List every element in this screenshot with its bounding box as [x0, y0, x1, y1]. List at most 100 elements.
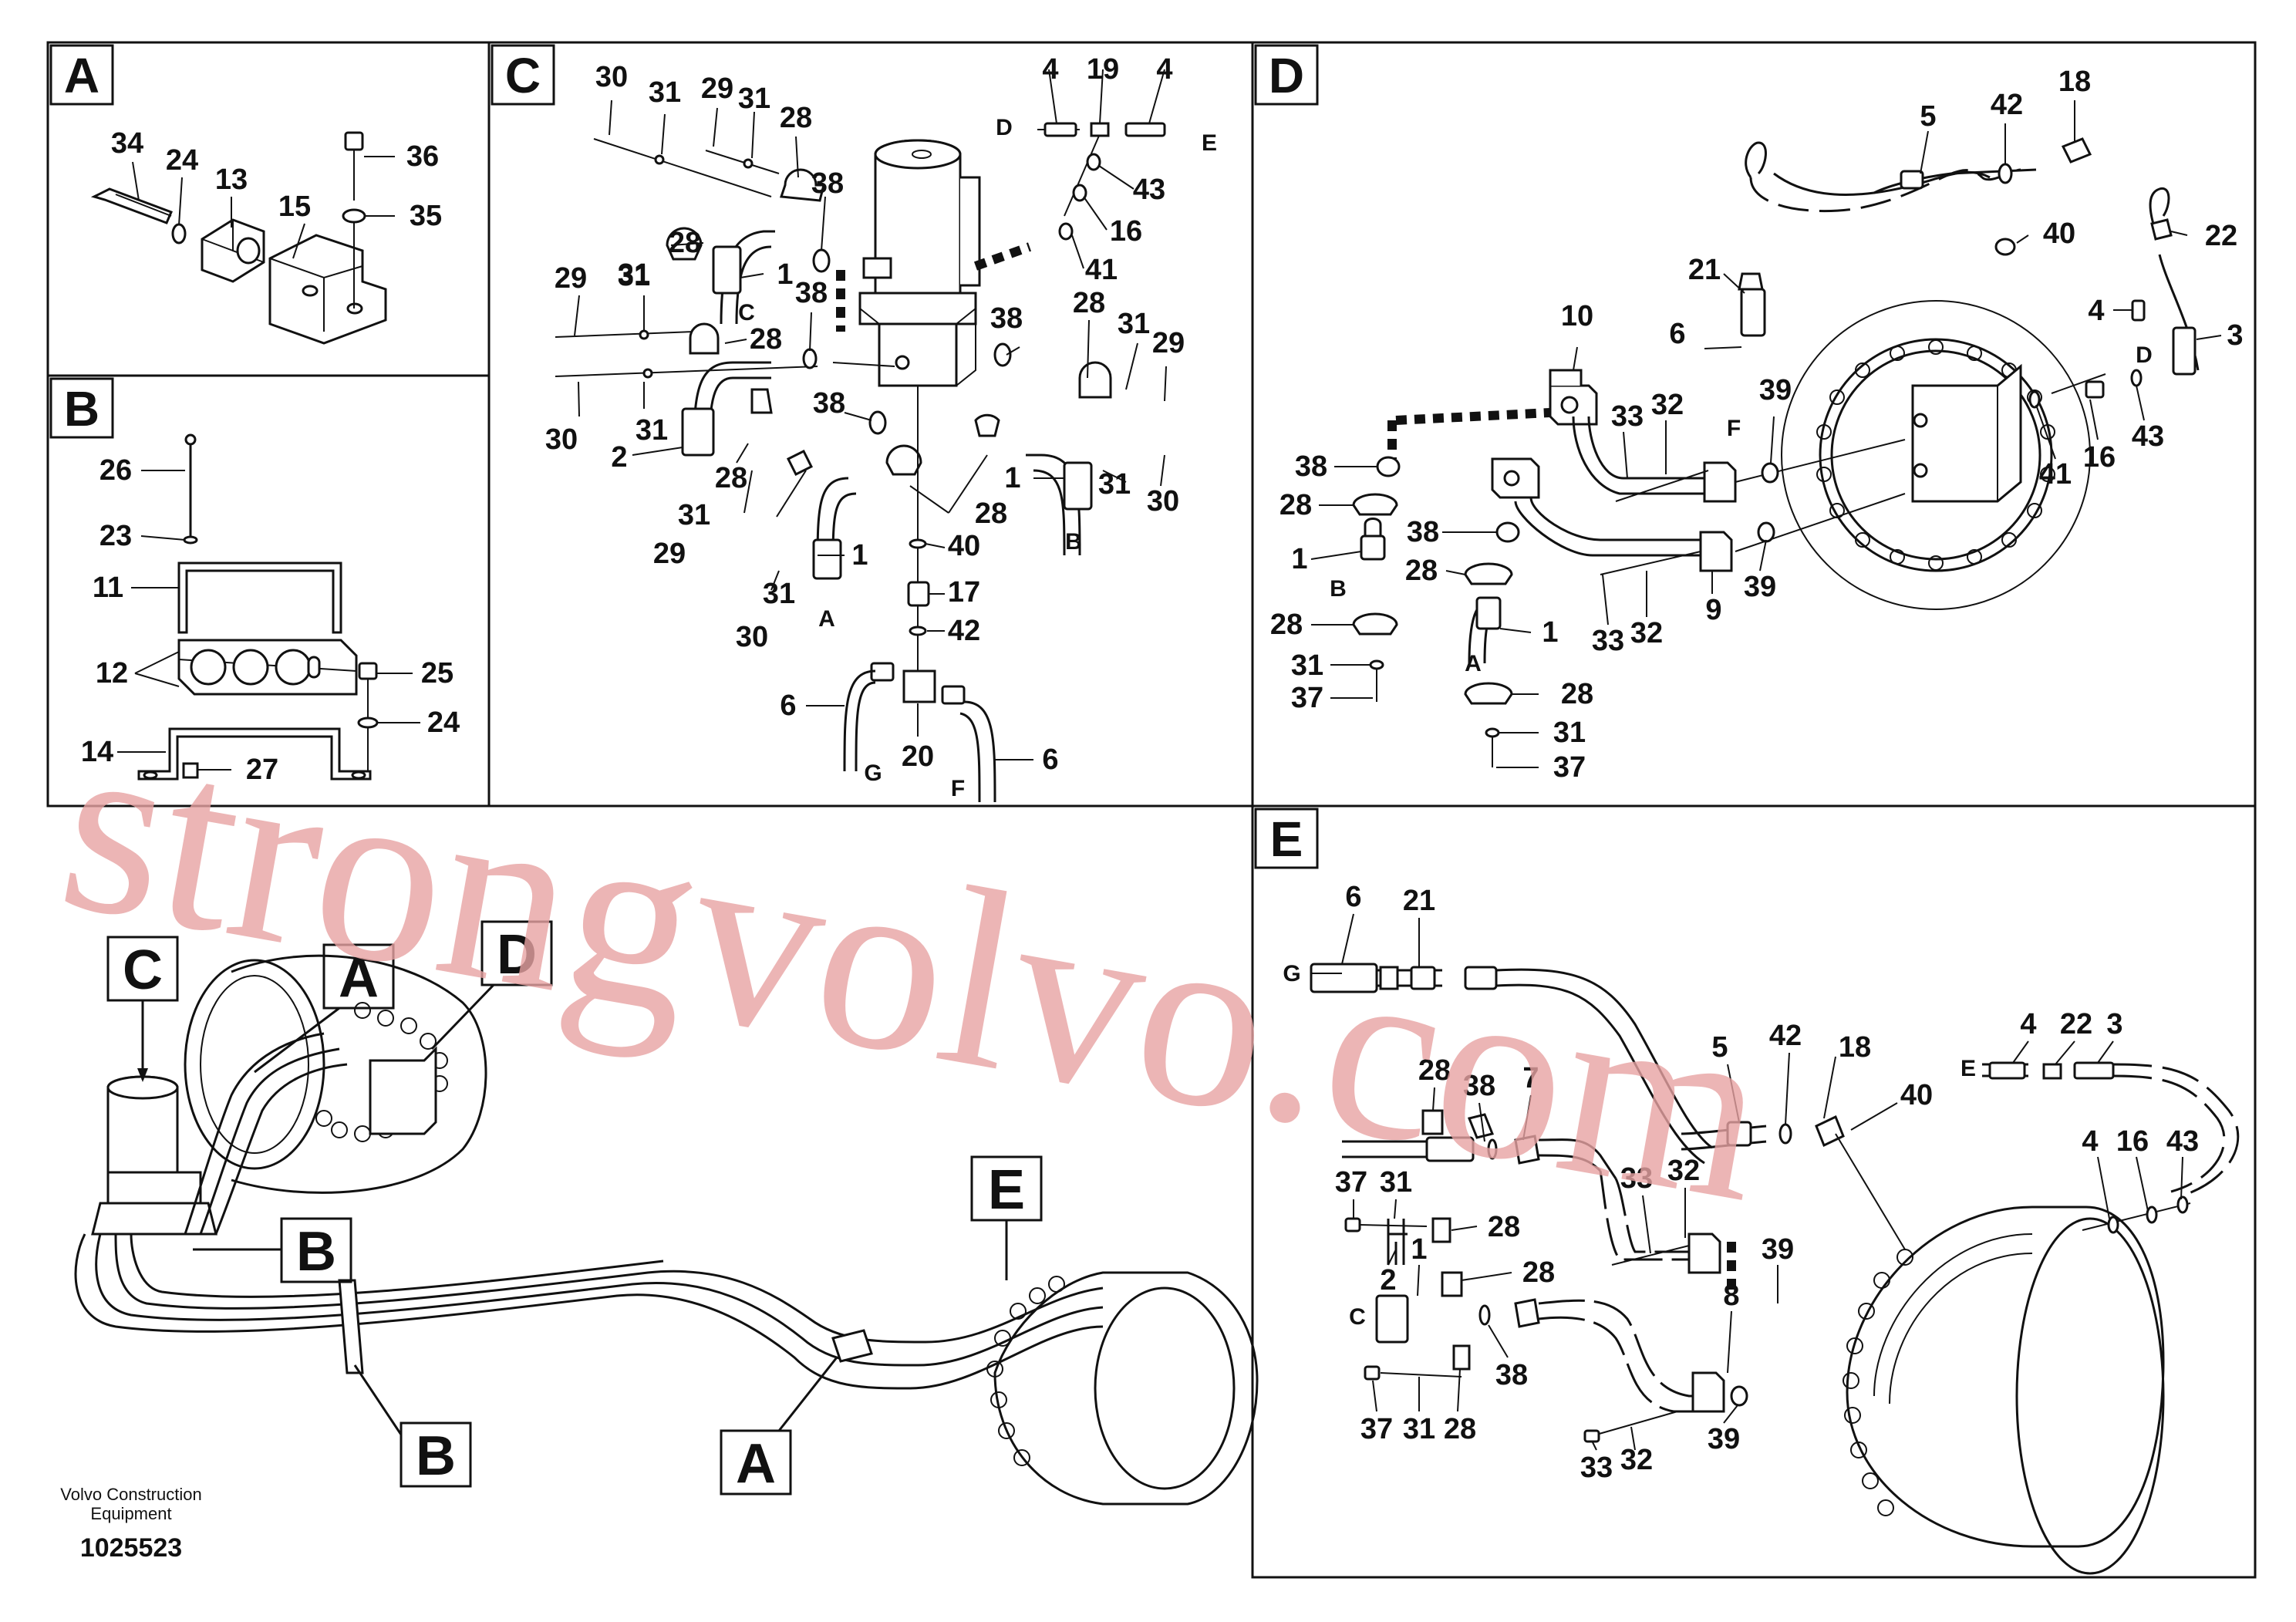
callout-e: E [970, 1155, 1043, 1280]
part-label: 31 [1098, 468, 1131, 501]
part-label: 40 [948, 530, 980, 562]
part-label: 3 [2106, 1008, 2122, 1040]
part-label: 40 [1900, 1079, 1933, 1111]
part-label: 31 [1380, 1166, 1412, 1199]
part-label: 28 [1270, 609, 1303, 641]
panel-a-labels: 34 24 13 15 36 35 [111, 127, 442, 232]
line-letter: G [1283, 961, 1300, 986]
callout-c: C [106, 936, 179, 1082]
part-label: 31 [1291, 649, 1323, 682]
part-label: 6 [780, 690, 796, 722]
part-label: 28 [780, 102, 812, 134]
part-label: 24 [166, 144, 198, 177]
part-label: 16 [1110, 215, 1142, 248]
part-label: 28 [715, 462, 747, 494]
part-label: 38 [1407, 516, 1439, 548]
part-label: 4 [2082, 1125, 2098, 1158]
part-label: 28 [1073, 287, 1105, 319]
part-label: 29 [701, 73, 733, 105]
callout-d: D [430, 920, 553, 1050]
part-label: 43 [1133, 174, 1165, 206]
part-label: 22 [2060, 1008, 2092, 1040]
callout-letter: D [497, 924, 537, 986]
part-label: 37 [1360, 1413, 1393, 1445]
callout-a-bottom: A [720, 1357, 838, 1496]
part-label: 41 [2039, 458, 2072, 491]
part-label: 28 [669, 227, 701, 259]
part-label: 9 [1705, 594, 1721, 626]
section-tag-a: A [49, 44, 114, 106]
part-label: 28 [1561, 678, 1593, 710]
part-label: 22 [2205, 220, 2237, 252]
company-name: Volvo Construction [60, 1485, 201, 1504]
section-letter: B [64, 381, 99, 437]
part-label: 31 [649, 76, 681, 109]
part-label: 30 [545, 423, 578, 456]
section-letter: C [505, 48, 541, 103]
part-label: 21 [1688, 254, 1721, 286]
line-letter: F [951, 776, 965, 801]
part-label: 18 [2058, 66, 2091, 98]
part-label: 6 [1669, 318, 1685, 350]
part-label: 18 [1839, 1031, 1871, 1064]
part-label: 25 [421, 657, 453, 690]
part-label: 40 [2043, 218, 2075, 250]
section-tag-c: C [491, 44, 555, 106]
part-label: 31 [678, 499, 710, 531]
part-label: 38 [813, 387, 845, 420]
callout-b-bottom: B [353, 1364, 472, 1488]
part-label: 1 [777, 258, 793, 291]
part-label: 12 [96, 657, 128, 690]
panel-d-drawing [1310, 100, 2222, 768]
line-letter: C [1349, 1304, 1366, 1330]
section-letter: E [1270, 811, 1303, 867]
part-label: 41 [1085, 254, 1118, 286]
panel-c-drawing [555, 69, 1167, 803]
panel-a-drawing [90, 131, 395, 345]
part-label: 39 [1708, 1423, 1740, 1455]
callout-b-top: B [193, 1217, 352, 1283]
part-label: 31 [1403, 1413, 1435, 1445]
part-label: 39 [1744, 571, 1776, 603]
part-label: 38 [990, 302, 1023, 335]
line-letter: B [1065, 529, 1082, 555]
part-label: 30 [736, 621, 768, 653]
part-label: 33 [1592, 625, 1624, 657]
part-label: 24 [427, 706, 460, 739]
part-label: 16 [2083, 441, 2116, 474]
part-label: 28 [1279, 489, 1312, 521]
part-label: 37 [1291, 682, 1323, 714]
part-label: 38 [811, 167, 844, 200]
part-label: 1 [1004, 462, 1020, 494]
line-letter: F [1727, 416, 1741, 441]
part-label: 7 [1522, 1062, 1539, 1094]
part-label: 4 [2020, 1008, 2036, 1040]
part-label: 16 [2116, 1125, 2149, 1158]
part-label: 27 [246, 754, 278, 786]
line-letter: A [818, 606, 835, 632]
part-label: 14 [81, 736, 113, 768]
part-label: 15 [278, 191, 311, 223]
part-label: 28 [975, 497, 1007, 530]
part-label: 30 [1147, 485, 1179, 518]
part-label: 5 [1920, 100, 1936, 133]
part-label: 11 [93, 572, 123, 604]
part-label: 31 [1553, 717, 1586, 749]
part-label: 1 [851, 539, 868, 572]
callout-letter: E [988, 1159, 1025, 1221]
part-label: 36 [406, 140, 439, 173]
section-tag-d: D [1254, 44, 1319, 106]
part-label: 32 [1630, 617, 1663, 649]
part-label: 6 [1345, 881, 1361, 913]
part-label: 29 [653, 538, 686, 570]
overview-callouts: C A D B E B A [106, 920, 1043, 1496]
part-label: 42 [1769, 1020, 1802, 1052]
section-tag-b: B [49, 377, 114, 439]
part-label: 4 [1156, 53, 1172, 86]
part-label: 13 [215, 164, 248, 196]
part-label: 2 [1380, 1264, 1396, 1297]
part-label: 23 [99, 520, 132, 552]
part-label: 30 [595, 61, 628, 93]
callout-a-top: A [254, 943, 395, 1074]
part-label: 38 [795, 277, 828, 309]
